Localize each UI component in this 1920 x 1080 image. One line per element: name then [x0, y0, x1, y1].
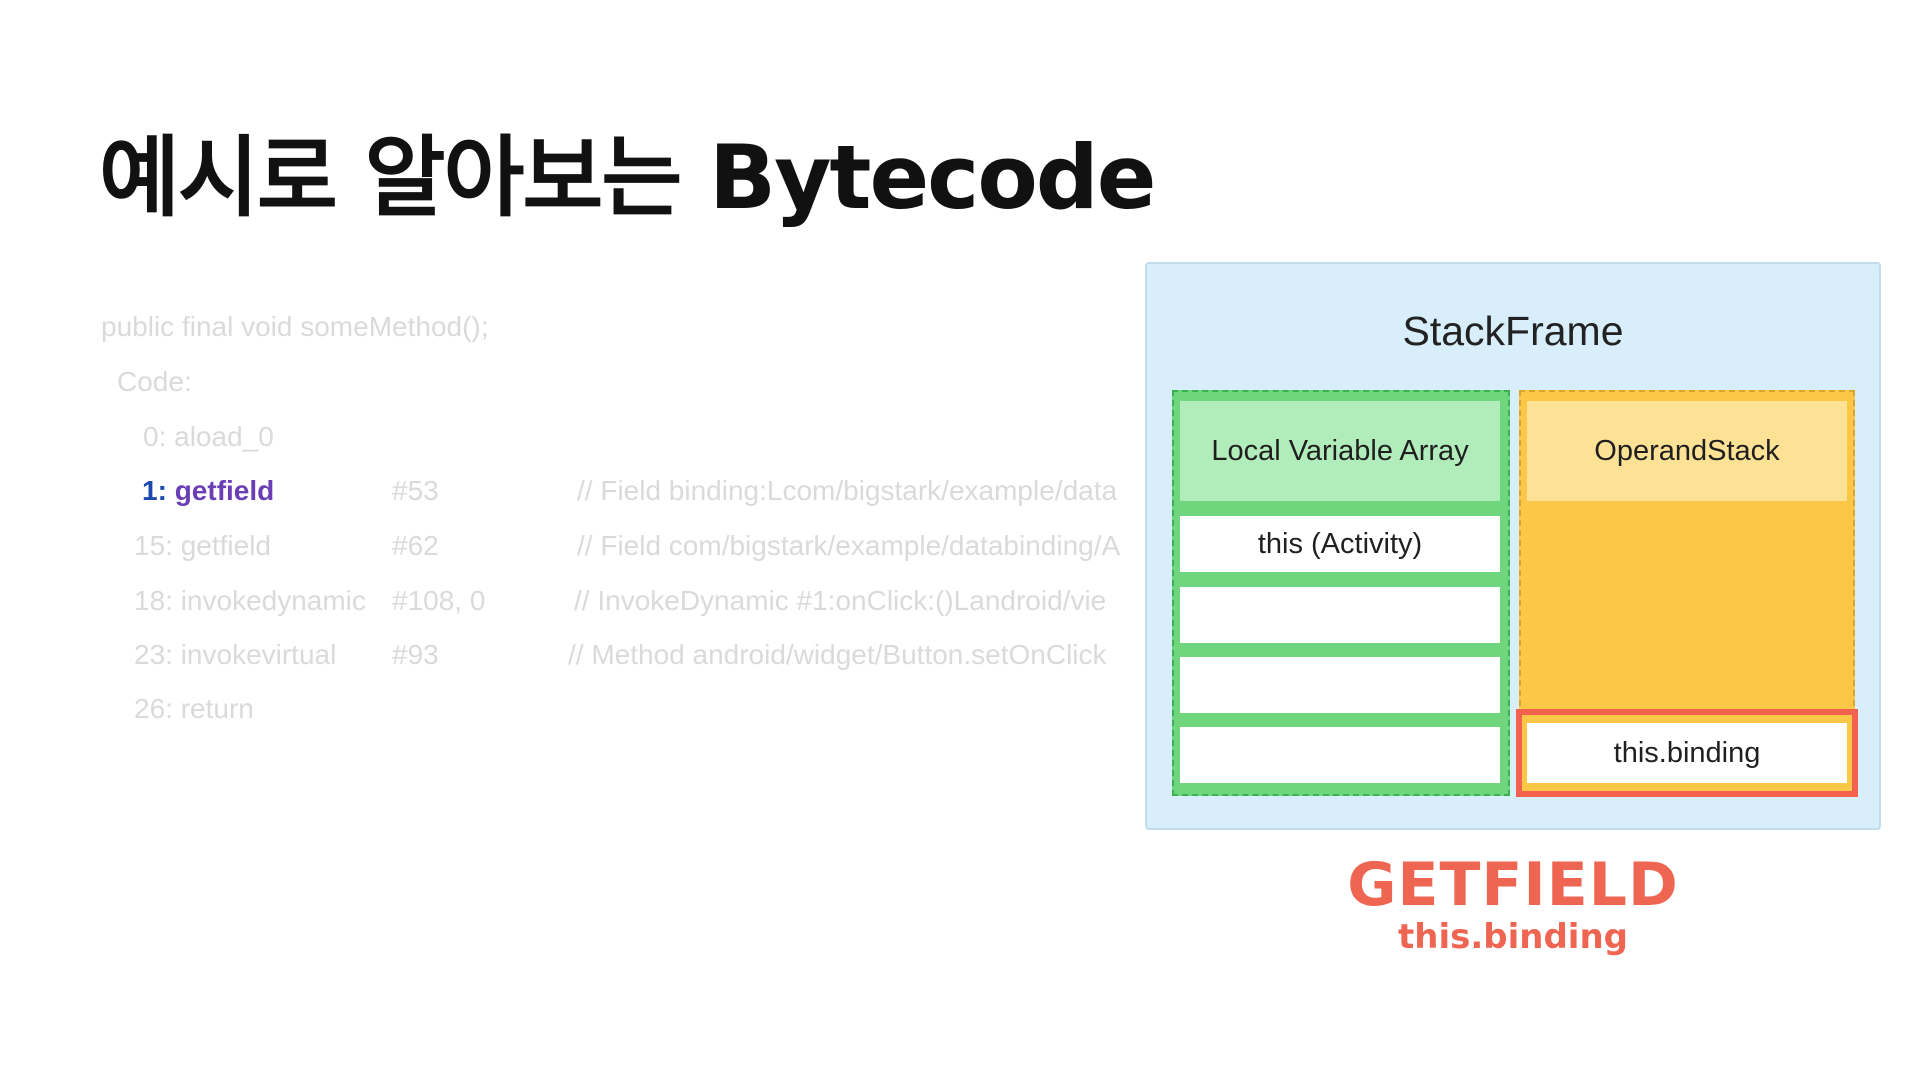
bytecode-line-operand: #62	[392, 530, 439, 561]
bytecode-line-comment: // Field com/bigstark/example/databindin…	[577, 530, 1121, 561]
bytecode-line-offset: 26: return	[134, 693, 254, 724]
local-variable-slot: this (Activity)	[1180, 516, 1500, 572]
bytecode-line-comment: // Field binding:Lcom/bigstark/example/d…	[577, 475, 1118, 506]
bytecode-listing: public final void someMethod(); Code: 0:…	[101, 311, 1121, 724]
bytecode-line-comment: // Method android/widget/Button.setOnCli…	[568, 639, 1107, 670]
operand-stack-item: this.binding	[1527, 723, 1847, 783]
local-variable-slot	[1180, 657, 1500, 713]
bytecode-line-operand: #93	[392, 639, 439, 670]
operation-name: GETFIELD	[1347, 850, 1679, 920]
bytecode-line-operand: #53	[392, 475, 439, 506]
bytecode-line-offset: 0: aload_0	[143, 421, 274, 452]
bytecode-line-active: 1: getfield	[142, 474, 274, 508]
code-label: Code:	[117, 366, 192, 397]
bytecode-line-offset: 23: invokevirtual	[134, 639, 337, 670]
local-variable-slot	[1180, 727, 1500, 783]
stack-frame-title: StackFrame	[1402, 308, 1624, 354]
operand-stack-header: OperandStack	[1527, 401, 1847, 501]
active-opcode: getfield	[174, 475, 275, 506]
local-variable-slot	[1180, 587, 1500, 643]
bytecode-line-offset: 18: invokedynamic	[134, 585, 366, 616]
slide-title: 예시로 알아보는 Bytecode	[99, 126, 1156, 229]
bytecode-line-offset: 15: getfield	[134, 530, 271, 561]
bytecode-line-operand: #108, 0	[392, 585, 486, 616]
local-variable-array-header: Local Variable Array	[1180, 401, 1500, 501]
active-offset-separator: :	[157, 475, 167, 506]
bytecode-line-comment: // InvokeDynamic #1:onClick:()Landroid/v…	[574, 585, 1107, 616]
operation-target: this.binding	[1398, 917, 1628, 957]
active-offset: 1	[142, 475, 158, 506]
method-signature: public final void someMethod();	[101, 311, 489, 342]
